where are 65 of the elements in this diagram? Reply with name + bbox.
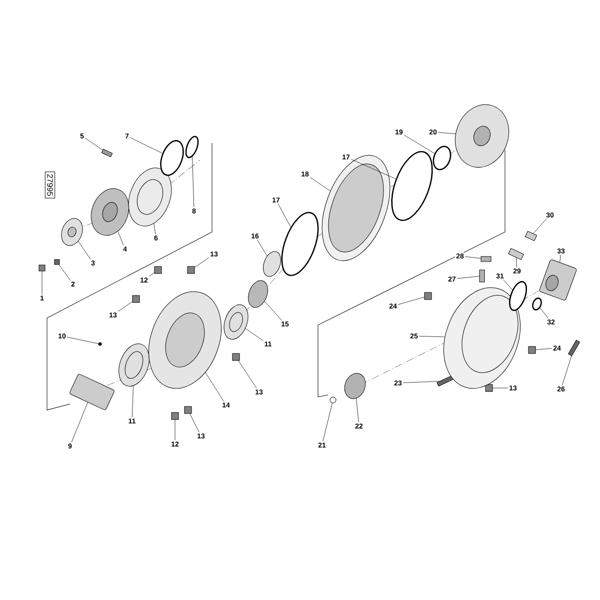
leader-line <box>456 276 480 279</box>
part-ring <box>432 146 452 170</box>
leader-line <box>438 132 456 134</box>
leader-line <box>71 402 88 442</box>
leader-line <box>85 138 103 150</box>
part-bar <box>508 248 524 260</box>
leader-line <box>562 356 572 386</box>
part-box <box>424 292 432 300</box>
leader-line <box>533 218 547 234</box>
leader-line <box>540 308 548 318</box>
leader-line <box>257 240 268 256</box>
leader-line <box>503 280 513 290</box>
leader-line <box>66 336 98 344</box>
part-box <box>154 266 162 274</box>
part-bar <box>436 376 454 386</box>
leader-line <box>560 254 561 262</box>
leader-line <box>192 156 194 208</box>
part-box <box>184 406 192 414</box>
part-number-box: 27995 <box>44 172 56 198</box>
leader-line <box>148 272 154 277</box>
leader-line <box>356 398 359 422</box>
leader-line <box>536 348 552 350</box>
leader-line <box>238 360 257 388</box>
leader-line <box>78 241 91 260</box>
leader-line <box>190 414 200 432</box>
leader-line <box>58 264 71 280</box>
part-box <box>528 346 536 354</box>
part-box <box>485 384 493 392</box>
part-bar <box>479 270 485 282</box>
leader-line <box>418 336 445 338</box>
part-ring <box>281 212 319 276</box>
leader-line <box>310 177 331 192</box>
part-bar <box>101 148 113 158</box>
part-bar <box>524 230 538 242</box>
leader-line <box>194 257 210 268</box>
leader-line <box>132 386 134 418</box>
part-bar <box>38 264 46 272</box>
leader-line <box>118 301 132 312</box>
part-box <box>171 412 179 420</box>
part-box <box>132 295 140 303</box>
part-ring <box>509 281 527 311</box>
leader-line <box>322 402 332 442</box>
leader-line <box>154 223 156 234</box>
leader-line <box>516 257 517 268</box>
part-box <box>232 353 240 361</box>
leader-line <box>264 301 282 320</box>
part-cylinder <box>70 374 114 410</box>
part-ring <box>532 298 542 310</box>
part-ring <box>185 136 199 158</box>
leader-line <box>398 296 424 305</box>
part-box <box>54 259 60 265</box>
leader-line <box>464 256 481 259</box>
leader-line <box>118 231 124 246</box>
part-box <box>187 266 195 274</box>
leader-line <box>404 134 435 154</box>
leader-line <box>278 203 291 228</box>
part-cylinder <box>539 260 577 300</box>
leader-line <box>205 372 224 402</box>
leader-line <box>174 420 176 440</box>
leader-line <box>402 381 440 383</box>
part-ring <box>391 151 433 221</box>
part-bar <box>568 340 580 356</box>
part-bar <box>480 256 492 262</box>
leader-line <box>245 328 264 341</box>
leader-line <box>130 137 163 154</box>
